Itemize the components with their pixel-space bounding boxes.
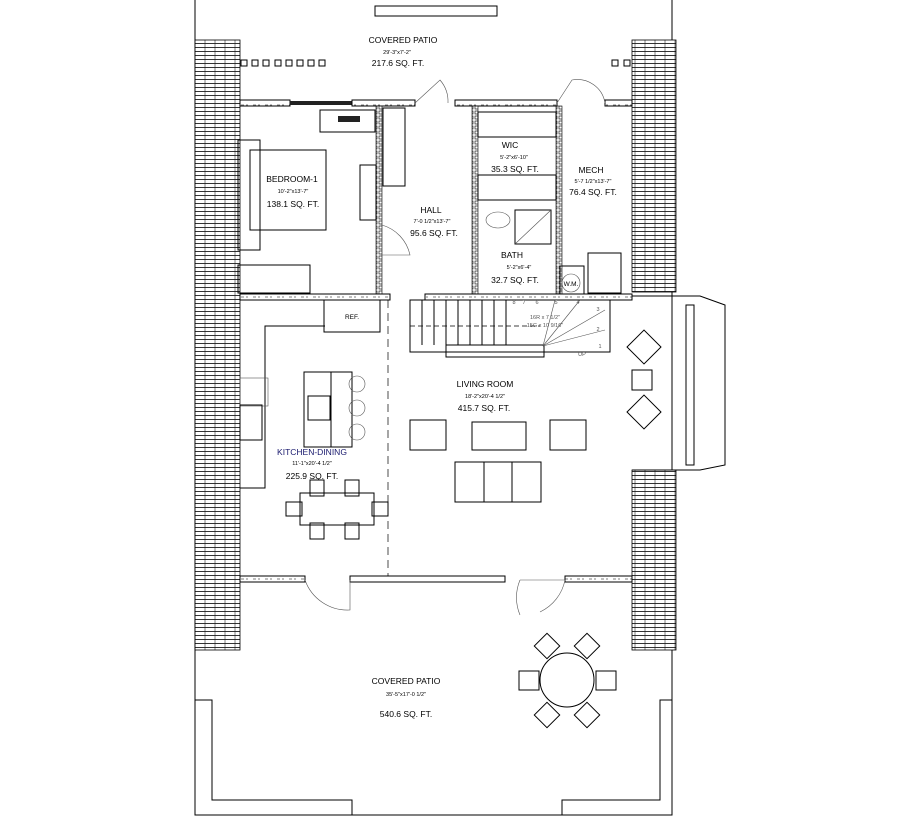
patio-table xyxy=(518,632,617,729)
kitchen-furniture: REF. xyxy=(239,299,389,540)
refrigerator-label: REF. xyxy=(345,314,359,321)
svg-text:LIVING ROOM: LIVING ROOM xyxy=(457,379,514,389)
living-furniture xyxy=(409,329,662,503)
svg-text:138.1 SQ. FT.: 138.1 SQ. FT. xyxy=(267,199,319,209)
svg-text:MECH: MECH xyxy=(578,165,603,175)
wic-bath-fixtures xyxy=(477,111,622,295)
patio-posts xyxy=(240,59,631,67)
bedroom-furniture xyxy=(237,107,406,294)
svg-text:BATH: BATH xyxy=(501,250,523,260)
svg-text:COVERED PATIO: COVERED PATIO xyxy=(369,35,438,45)
stair-going-note: 15G x 10 9/16" xyxy=(527,323,564,329)
svg-text:32.7 SQ. FT.: 32.7 SQ. FT. xyxy=(491,275,539,285)
room-label-living: LIVING ROOM 18'-2"x20'-4 1/2" 415.7 SQ. … xyxy=(457,379,514,413)
room-label-bedroom1: BEDROOM-1 10'-2"x13'-7" 138.1 SQ. FT. xyxy=(266,174,319,209)
svg-text:18'-2"x20'-4 1/2": 18'-2"x20'-4 1/2" xyxy=(465,394,505,400)
stair-step-number: 2 xyxy=(596,327,599,333)
room-label-patio-bottom: COVERED PATIO 35'-5"x17'-0 1/2" 540.6 SQ… xyxy=(372,676,441,719)
stair-step-number: 8 xyxy=(512,300,515,306)
room-label-hall: HALL 7'-0 1/2"x13'-7" 95.6 SQ. FT. xyxy=(410,205,458,238)
staircase: 16R x 7 1/2" 15G x 10 9/16" UP 1 2 3 4 5… xyxy=(409,299,611,358)
svg-text:29'-3"x7'-2": 29'-3"x7'-2" xyxy=(383,50,411,56)
svg-text:217.6 SQ. FT.: 217.6 SQ. FT. xyxy=(372,58,424,68)
stair-step-number: 6 xyxy=(535,300,538,306)
svg-text:540.6 SQ. FT.: 540.6 SQ. FT. xyxy=(380,709,432,719)
room-label-wic: WIC 5'-2"x6'-10" 35.3 SQ. FT. xyxy=(491,140,539,174)
svg-text:BEDROOM-1: BEDROOM-1 xyxy=(266,174,318,184)
stair-step-number: 4 xyxy=(576,300,579,306)
stair-step-number: 3 xyxy=(596,307,599,313)
stair-up-label: UP xyxy=(578,352,586,358)
svg-text:35'-5"x17'-0 1/2": 35'-5"x17'-0 1/2" xyxy=(386,692,426,698)
svg-text:KITCHEN-DINING: KITCHEN-DINING xyxy=(277,447,347,457)
svg-text:5'-7 1/2"x13'-7": 5'-7 1/2"x13'-7" xyxy=(575,179,612,185)
stair-step-number: 1 xyxy=(598,344,601,350)
bay-window xyxy=(632,295,726,471)
svg-text:76.4 SQ. FT.: 76.4 SQ. FT. xyxy=(569,187,617,197)
svg-text:10'-2"x13'-7": 10'-2"x13'-7" xyxy=(278,189,309,195)
svg-text:415.7 SQ. FT.: 415.7 SQ. FT. xyxy=(458,403,510,413)
washing-machine-label: W.M. xyxy=(564,281,579,288)
svg-text:35.3 SQ. FT.: 35.3 SQ. FT. xyxy=(491,164,539,174)
svg-text:95.6 SQ. FT.: 95.6 SQ. FT. xyxy=(410,228,458,238)
svg-text:225.9 SQ. FT.: 225.9 SQ. FT. xyxy=(286,471,338,481)
room-label-kitchen: KITCHEN-DINING 11'-1"x20'-4 1/2" 225.9 S… xyxy=(277,447,347,481)
svg-text:WIC: WIC xyxy=(502,140,519,150)
walls xyxy=(239,99,633,583)
svg-text:7'-0 1/2"x13'-7": 7'-0 1/2"x13'-7" xyxy=(414,219,451,225)
stair-step-number: 5 xyxy=(554,300,557,306)
room-label-mech: MECH 5'-7 1/2"x13'-7" 76.4 SQ. FT. xyxy=(569,165,617,197)
svg-text:COVERED PATIO: COVERED PATIO xyxy=(372,676,441,686)
room-label-patio-top: COVERED PATIO 29'-3"x7'-2" 217.6 SQ. FT. xyxy=(369,35,438,68)
exterior-siding xyxy=(194,39,677,651)
stair-riser-note: 16R x 7 1/2" xyxy=(530,315,560,321)
room-label-bath: BATH 5'-2"x6'-4" 32.7 SQ. FT. xyxy=(491,250,539,285)
svg-text:5'-2"x6'-4": 5'-2"x6'-4" xyxy=(507,265,532,271)
svg-text:11'-1"x20'-4 1/2": 11'-1"x20'-4 1/2" xyxy=(292,461,332,467)
deck-outline xyxy=(194,0,673,816)
svg-text:5'-2"x6'-10": 5'-2"x6'-10" xyxy=(500,155,528,161)
doors xyxy=(304,79,606,616)
stair-step-number: 7 xyxy=(522,300,525,306)
svg-text:HALL: HALL xyxy=(420,205,442,215)
